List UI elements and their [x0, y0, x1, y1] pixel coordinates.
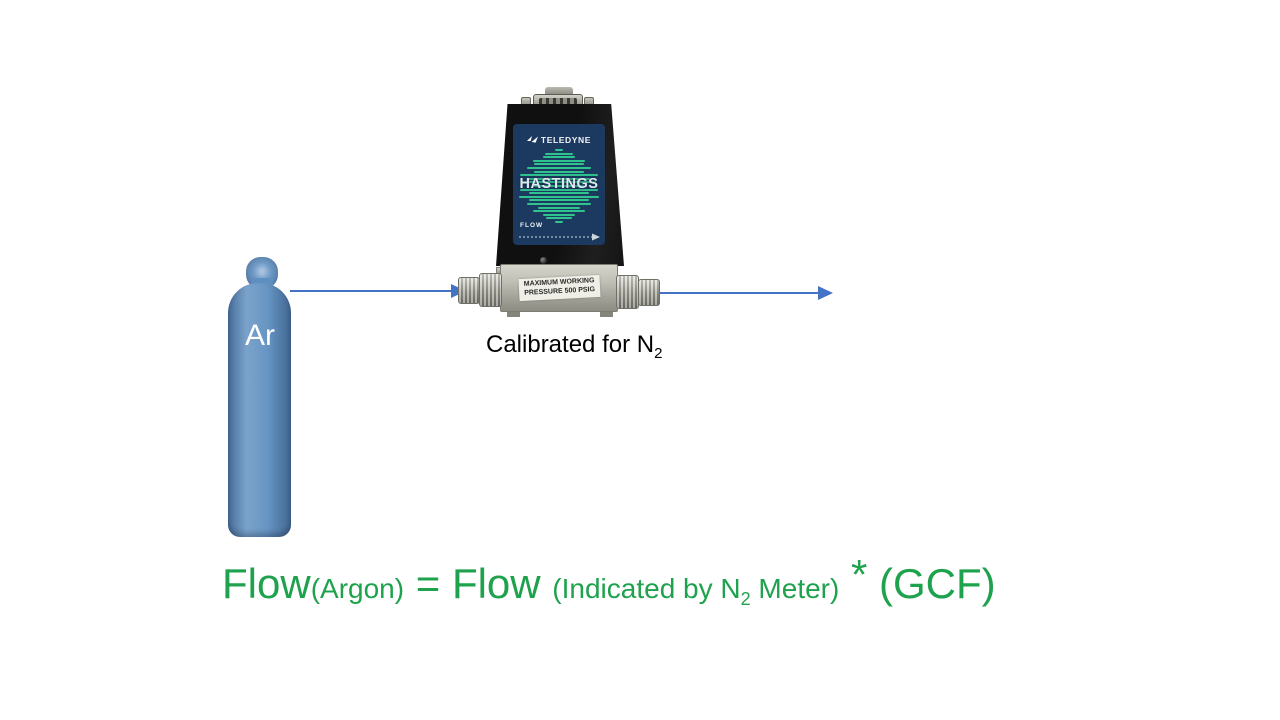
- outlet-fitting-body: [616, 275, 639, 309]
- wave-line: [526, 166, 592, 169]
- wave-line: [522, 181, 596, 184]
- wave-line: [545, 217, 573, 220]
- wave-line: [519, 195, 599, 198]
- wave-line: [527, 177, 591, 180]
- flow-arrow-left-icon: [290, 284, 466, 298]
- connector-ridge: [545, 87, 573, 95]
- formula-indicated-post: Meter): [750, 573, 840, 604]
- meter-base-block: MAXIMUM WORKING PRESSURE 500 PSIG: [500, 264, 618, 312]
- teledyne-logo-icon: [526, 135, 538, 143]
- base-foot-right: [600, 312, 613, 317]
- wave-line: [534, 163, 584, 166]
- wave-line: [555, 149, 563, 151]
- model-text: HASTINGS: [519, 176, 599, 192]
- meter-faceplate: TELEDYNE HASTINGS FLOW: [513, 124, 605, 245]
- pressure-rating-label: MAXIMUM WORKING PRESSURE 500 PSIG: [518, 275, 600, 301]
- gcf-formula: Flow (Argon) = Flow (Indicated by N 2 Me…: [222, 551, 996, 609]
- formula-gcf: (GCF): [879, 560, 996, 607]
- inlet-fitting-nut: [458, 277, 480, 304]
- brand-row: TELEDYNE: [513, 135, 605, 145]
- wave-line: [519, 174, 599, 177]
- flow-direction-label: FLOW: [520, 222, 544, 229]
- formula-multiply: *: [839, 551, 880, 598]
- flow-dashed-arrow-icon: [519, 233, 600, 241]
- outlet-fitting-nut: [638, 279, 660, 306]
- wave-line: [533, 184, 585, 187]
- brand-text: TELEDYNE: [540, 135, 592, 145]
- wave-line: [545, 152, 573, 155]
- body-screw: [540, 257, 547, 264]
- flow-arrow-right-icon: [654, 286, 833, 300]
- wave-line: [555, 220, 563, 223]
- calibration-caption-subscript: 2: [654, 345, 663, 362]
- base-foot-left: [507, 312, 520, 317]
- wave-line: [520, 188, 598, 191]
- wave-line: [534, 170, 584, 173]
- gas-cylinder: Ar: [228, 283, 291, 537]
- formula-indicated-pre: (Indicated by N: [552, 573, 741, 604]
- wave-line: [528, 192, 590, 195]
- wave-line: [538, 206, 580, 209]
- mass-flow-meter: TELEDYNE HASTINGS FLOW MAXIMUM WORKING P…: [455, 85, 665, 317]
- db9-pins: [539, 98, 577, 108]
- formula-flow1: Flow: [222, 560, 311, 607]
- formula-argon: (Argon): [310, 573, 405, 604]
- wave-line: [543, 156, 575, 159]
- inlet-fitting-body: [479, 273, 502, 307]
- formula-flow2: Flow: [451, 560, 553, 607]
- wave-line: [542, 213, 576, 216]
- wave-line: [532, 159, 586, 162]
- formula-equals: =: [404, 560, 452, 607]
- acoustic-wave-pattern: [516, 149, 602, 223]
- calibration-caption: Calibrated for N2: [486, 331, 662, 362]
- calibration-caption-text: Calibrated for N: [486, 331, 655, 358]
- gas-cylinder-label: Ar: [245, 319, 275, 352]
- wave-line: [526, 202, 592, 205]
- formula-n-subscript: 2: [740, 589, 751, 609]
- wave-line: [533, 210, 585, 213]
- wave-line: [528, 199, 590, 202]
